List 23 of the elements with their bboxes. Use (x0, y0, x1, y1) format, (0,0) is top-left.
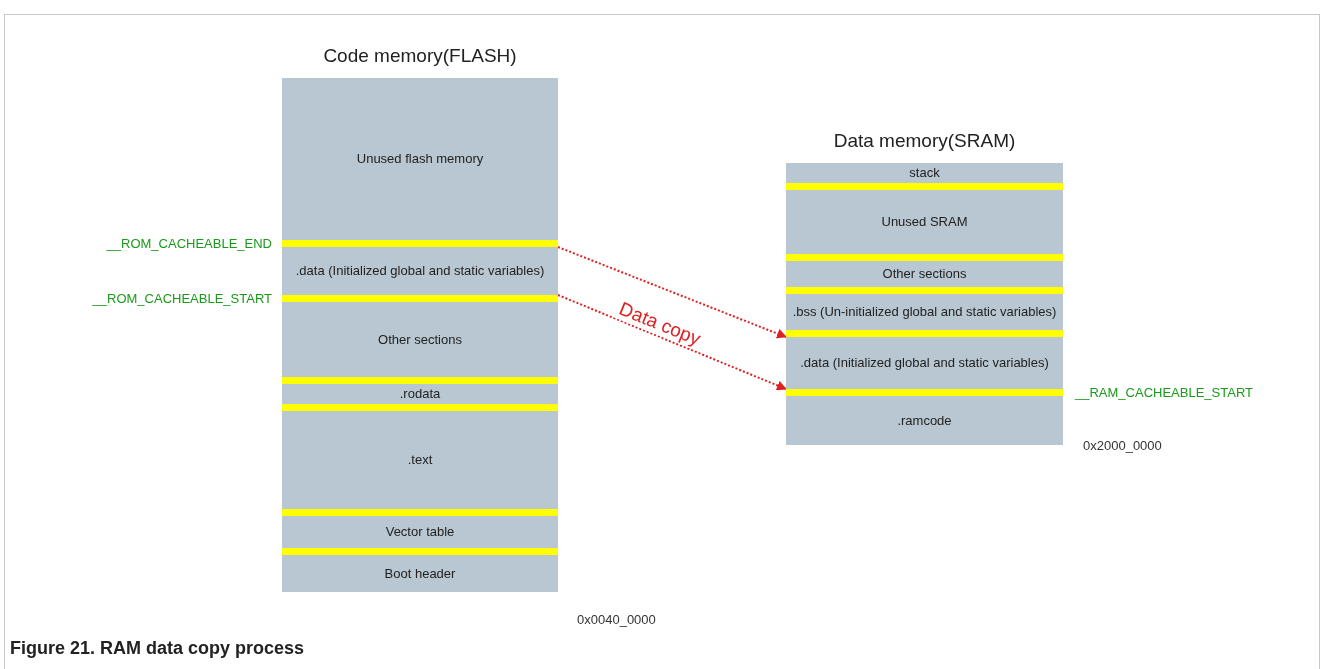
address-value: 0x2000_0000 (1083, 438, 1162, 453)
figure-caption: Figure 21. RAM data copy process (10, 638, 305, 659)
section-label: .data (Initialized global and static variables) (295, 263, 545, 279)
dotted-arrow (557, 294, 787, 391)
section-label: .text (407, 452, 433, 468)
section-label: .bss (Un-initialized global and static variables) (792, 304, 1057, 320)
address-symbol: __RAM_CACHEABLE_START (1075, 385, 1253, 400)
address-value: 0x0040_0000 (577, 612, 656, 627)
section-label: Other sections (378, 331, 462, 348)
address-symbol: __ROM_CACHEABLE_START (92, 291, 272, 306)
section-label: Unused flash memory (356, 151, 484, 167)
section-label: Vector table (385, 524, 455, 540)
section-label: stack (909, 165, 940, 181)
section-label: Boot header (384, 565, 456, 582)
dotted-arrow (557, 246, 787, 339)
section-label: .rodata (399, 386, 441, 402)
address-symbol: __ROM_CACHEABLE_END (106, 236, 272, 251)
column-heading: Code memory(FLASH) (322, 45, 518, 67)
section-label: .ramcode (897, 412, 952, 429)
section-label: Other sections (882, 266, 967, 282)
column-heading: Data memory(SRAM) (832, 130, 1017, 152)
section-label: .data (Initialized global and static variables) (800, 355, 1049, 371)
section-label: Unused SRAM (881, 214, 968, 230)
